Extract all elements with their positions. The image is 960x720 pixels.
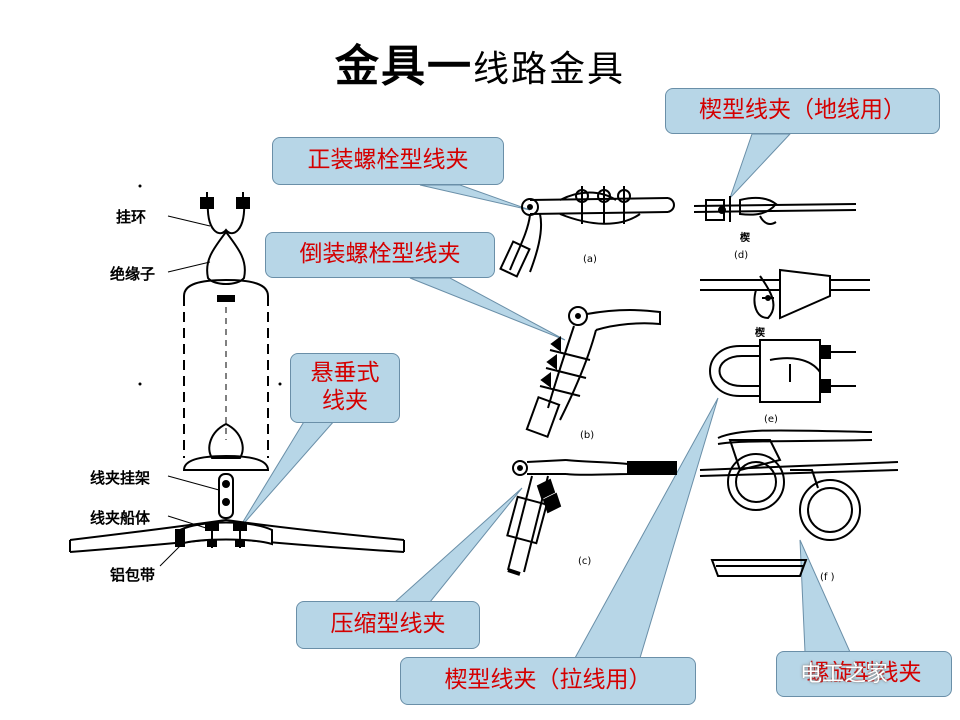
fig-tag-wedge-1: 楔 [740, 233, 750, 244]
title-sub: 线路金具 [472, 49, 625, 90]
label-al-tape: 铝包带 [110, 566, 156, 584]
callout-wedge-ground: 楔型线夹（地线用） [665, 88, 940, 134]
fig-tag-b: (b) [580, 430, 595, 441]
figure-e [709, 339, 856, 403]
label-clamp-body: 线夹船体 [90, 509, 151, 527]
label-insulator: 绝缘子 [110, 265, 156, 283]
pointer-wedge-tension [574, 397, 719, 659]
callout-suspension: 悬垂式 线夹 [290, 353, 400, 423]
fig-tag-a: (a) [583, 254, 597, 265]
fig-tag-e: (e) [764, 414, 778, 425]
pointer-bolt-upright [419, 184, 531, 211]
page-title: 金具一线路金具 [0, 30, 960, 94]
fig-tag-d: (d) [734, 250, 749, 261]
figure-f [699, 429, 899, 577]
watermark: 电工之家 [800, 662, 889, 687]
label-clamp-hanger: 线夹挂架 [90, 469, 151, 487]
figure-d [693, 196, 857, 225]
callout-wedge-tension: 楔型线夹（拉线用） [400, 657, 696, 705]
callout-bolt-upright: 正装螺栓型线夹 [272, 137, 504, 185]
pointer-bolt-inverted [409, 277, 566, 341]
callout-spiral: 螺旋型线夹 [776, 651, 952, 697]
callout-compression: 压缩型线夹 [296, 601, 480, 649]
title-main: 金具一 [334, 41, 473, 92]
suspension-assembly [69, 192, 405, 553]
figure-a [499, 186, 675, 278]
pointer-spiral [799, 539, 851, 653]
pointer-wedge-ground [729, 133, 792, 199]
figure-wedge-mid [700, 268, 870, 320]
fig-tag-f: (f ) [820, 572, 835, 583]
fig-tag-c: (c) [578, 556, 592, 567]
pointer-compression [393, 487, 523, 603]
figure-b [525, 306, 661, 439]
pointer-suspension [237, 419, 337, 531]
callout-bolt-inverted: 倒装螺栓型线夹 [265, 232, 495, 278]
fig-tag-wedge-2: 楔 [755, 328, 765, 339]
label-hang-ring: 挂环 [116, 208, 147, 226]
figure-c [506, 459, 677, 576]
